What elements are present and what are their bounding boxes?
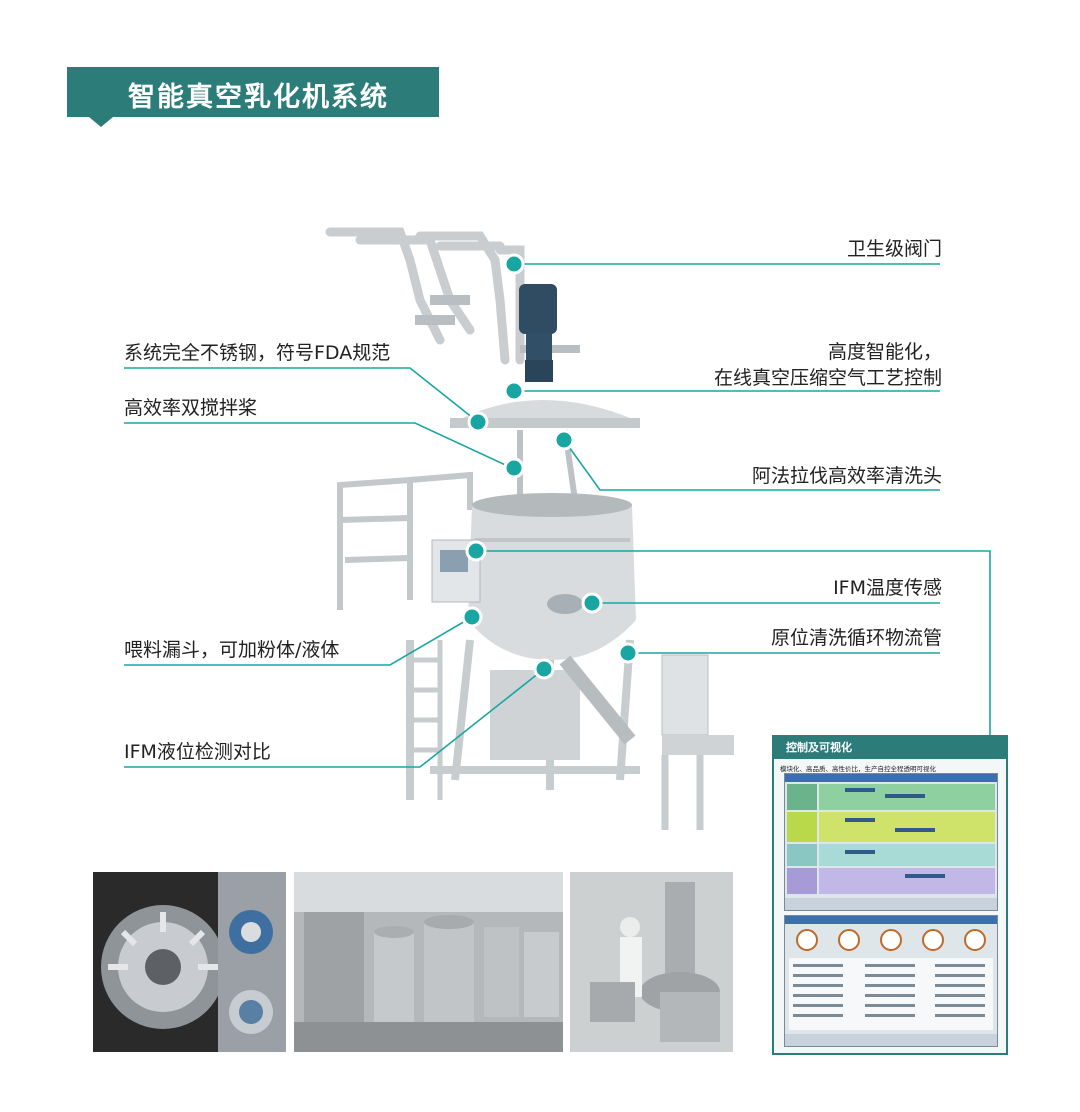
callout-stainless-steel: 系统完全不锈钢，符号FDA规范	[124, 342, 391, 364]
callout-cleaning-head: 阿法拉伐高效率清洗头	[751, 465, 942, 487]
callout-intelligent-line2: 在线真空压缩空气工艺控制	[713, 367, 942, 389]
homogenizer-rotor-photo	[93, 872, 286, 1052]
callout-ifm-level: IFM液位检测对比	[124, 741, 271, 763]
cleaning-dot	[553, 429, 575, 451]
banner-notch	[89, 117, 113, 127]
intelligent-dot	[503, 380, 525, 402]
callout-sanitary-valve: 卫生级阀门	[846, 238, 942, 260]
cip-dot	[617, 642, 639, 664]
steel-dot	[467, 411, 489, 433]
callout-cip-pipe: 原位清洗循环物流管	[770, 627, 942, 649]
factory-floor-photo	[294, 872, 563, 1052]
control-screen-1	[784, 773, 998, 911]
control-screen-2	[784, 915, 998, 1047]
hopper-dot	[461, 606, 483, 628]
control-visualization-panel: 控制及可视化 模块化、高品质、高性价比，生产自控全程透明可视化	[772, 735, 1008, 1055]
callout-feed-hopper: 喂料漏斗，可加粉体/液体	[124, 639, 340, 661]
title-banner: 智能真空乳化机系统	[67, 67, 439, 127]
valve-dot	[503, 253, 525, 275]
panel-subtitle: 模块化、高品质、高性价比，生产自控全程透明可视化	[780, 765, 936, 773]
page-title: 智能真空乳化机系统	[128, 82, 389, 113]
callout-intelligent-line1: 高度智能化，	[827, 341, 942, 363]
panel-dot	[465, 540, 487, 562]
panel-title: 控制及可视化	[774, 737, 1006, 759]
callout-dual-stirring: 高效率双搅拌桨	[124, 397, 258, 419]
callout-ifm-temperature: IFM温度传感	[833, 577, 942, 599]
stirring-dot	[503, 457, 525, 479]
operator-photo	[570, 872, 733, 1052]
level-dot	[533, 658, 555, 680]
temperature-dot	[581, 592, 603, 614]
